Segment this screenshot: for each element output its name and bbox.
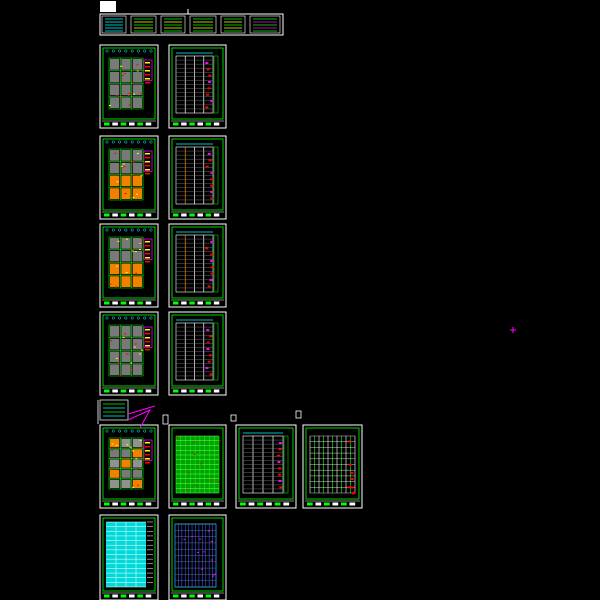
- drawing-sheets[interactable]: [99, 44, 363, 600]
- strip-thumbnail[interactable]: [249, 15, 281, 34]
- drawing-sheet[interactable]: [99, 424, 159, 509]
- drawing-sheet[interactable]: [168, 135, 227, 220]
- drawing-sheet[interactable]: [168, 44, 227, 129]
- strip-frame: [99, 13, 284, 36]
- detail-thumbnail[interactable]: [99, 399, 129, 421]
- drawing-sheet[interactable]: [99, 44, 159, 129]
- thumbnail-strip[interactable]: [99, 1, 284, 36]
- drawing-sheet[interactable]: [99, 135, 159, 220]
- drawing-sheet[interactable]: [302, 424, 363, 509]
- drawing-sheet[interactable]: [235, 424, 297, 509]
- strip-thumbnail[interactable]: [160, 15, 186, 34]
- strip-thumbnail[interactable]: [101, 15, 127, 34]
- drawing-sheet[interactable]: [168, 424, 227, 509]
- drawing-sheet[interactable]: [168, 223, 227, 308]
- strip-thumbnail[interactable]: [189, 15, 217, 34]
- drawing-sheet[interactable]: [168, 311, 227, 396]
- drawing-sheet[interactable]: [99, 223, 159, 308]
- strip-thumbnail[interactable]: [130, 15, 157, 34]
- strip-thumbnail[interactable]: [220, 15, 246, 34]
- drawing-sheet[interactable]: [99, 311, 159, 396]
- drawing-sheet[interactable]: [99, 514, 159, 600]
- annotation-leaders: [97, 399, 302, 429]
- drawing-sheet[interactable]: [168, 514, 227, 600]
- strip-tab: [100, 1, 116, 12]
- crosshair-cursor-icon: [510, 318, 516, 333]
